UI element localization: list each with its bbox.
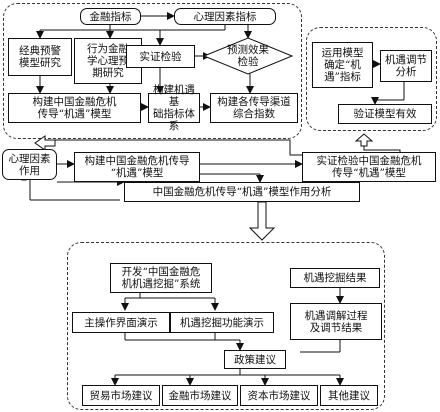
other-box: 其他建议 bbox=[320, 385, 378, 406]
build-model-mid-box: 构建中国金融危机传导 “机遇”模型 bbox=[74, 152, 200, 182]
psych-indicator-box: 心理因素指标 bbox=[174, 8, 276, 25]
trade-market-box: 贸易市场建议 bbox=[82, 385, 160, 406]
opportunity-adjust-box: 机遇调节 分析 bbox=[380, 50, 432, 82]
finance-indicator-box: 金融指标 bbox=[80, 8, 141, 25]
build-base-index-box: 构建机遇基 础指标体系 bbox=[148, 84, 200, 132]
group-top-left bbox=[3, 3, 302, 139]
classic-warning-box: 经典预警 模型研究 bbox=[8, 38, 72, 76]
forecast-test-label: 预测效果 检验 bbox=[227, 44, 269, 68]
mining-demo-box: 机遇挖掘功能演示 bbox=[170, 312, 274, 333]
apply-model-box: 运用模型 确定“机 遇”指标 bbox=[312, 42, 373, 88]
policy-box: 政策建议 bbox=[224, 350, 286, 369]
main-ui-demo-box: 主操作界面演示 bbox=[72, 312, 170, 333]
model-effect-box: 中国金融危机传导“机遇”模型作用分析 bbox=[124, 182, 360, 202]
validate-model-box: 验证模型有效 bbox=[338, 104, 432, 124]
adjust-process-box: 机遇调解过程 及调节结果 bbox=[290, 303, 382, 340]
group-top-right bbox=[306, 27, 437, 131]
empirical-mid-box: 实证检验中国金融危机 传导“机遇”模型 bbox=[302, 152, 436, 182]
psych-factor-effect-box: 心理因素 作用 bbox=[2, 149, 57, 180]
capital-market-box: 资本市场建议 bbox=[240, 385, 318, 406]
develop-system-box: 开发“中国金融危 机机遇挖掘”系统 bbox=[110, 263, 212, 293]
group-bottom bbox=[67, 242, 385, 410]
build-channel-index-box: 构建各传导渠道 综合指数 bbox=[210, 93, 298, 123]
finance-market-box: 金融市场建议 bbox=[162, 385, 238, 406]
empirical-test-box: 实证检验 bbox=[126, 45, 195, 68]
mining-results-box: 机遇挖掘结果 bbox=[290, 268, 380, 288]
build-model-left-box: 构建中国金融危机 传导“机遇”模型 bbox=[8, 93, 141, 123]
